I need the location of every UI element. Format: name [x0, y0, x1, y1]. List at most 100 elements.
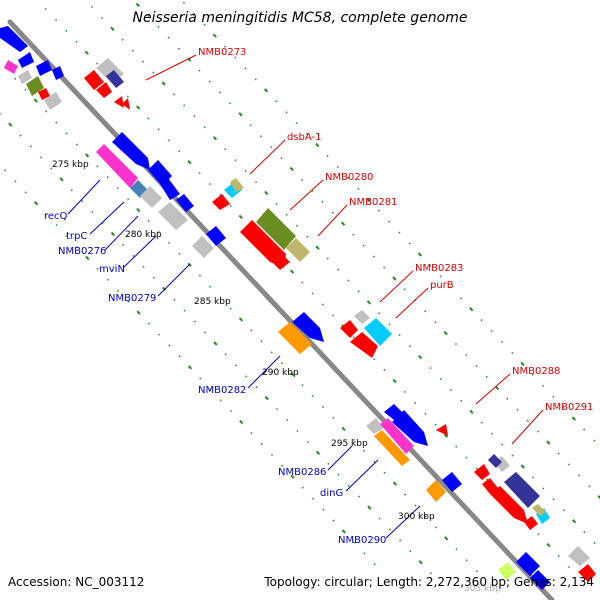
tick-mark: [367, 505, 372, 510]
tick-mark: [229, 307, 232, 310]
tick-mark: [122, 243, 125, 247]
label-leader-line: [475, 373, 511, 405]
gene-label-nmb0273: NMB0273: [198, 47, 246, 58]
tick-mark: [301, 384, 304, 387]
tick-mark: [289, 269, 295, 274]
tick-mark: [424, 515, 427, 518]
tick-mark: [198, 172, 201, 175]
tick-mark: [326, 257, 329, 260]
tick-mark: [434, 321, 437, 324]
tick-mark: [84, 153, 90, 158]
tick-mark: [275, 202, 278, 205]
tick-mark: [229, 204, 232, 208]
gene-topleft-7: [38, 88, 50, 100]
tick-mark: [132, 254, 135, 257]
tick-mark: [429, 572, 432, 575]
tick-mark: [121, 38, 124, 41]
tick-mark: [218, 91, 222, 94]
tick-mark: [239, 419, 244, 425]
tick-mark: [414, 504, 417, 507]
tick-mark: [332, 416, 335, 420]
tick-mark: [33, 98, 38, 103]
gene-mvin: [158, 202, 188, 230]
gene-label-nmb0283: NMB0283: [415, 263, 463, 274]
tick-mark: [306, 235, 309, 238]
tick-mark: [315, 450, 321, 455]
tick-mark: [552, 498, 555, 501]
tick-mark: [455, 548, 458, 551]
gene-label-nmb0276: NMB0276: [58, 246, 106, 257]
tick-mark: [443, 331, 448, 336]
tick-mark: [182, 1, 186, 4]
label-leader-line: [67, 179, 101, 215]
gene-ding: [374, 430, 410, 466]
tick-mark: [311, 292, 314, 295]
tick-mark: [352, 233, 355, 236]
tick-mark: [65, 235, 68, 238]
tick-mark: [147, 219, 150, 223]
gene-label-recq: recQ: [44, 211, 68, 222]
tick-mark: [193, 12, 196, 15]
tick-mark: [147, 322, 150, 325]
gene-nmb0291: [504, 472, 540, 508]
tick-mark: [373, 563, 376, 566]
tick-mark: [238, 214, 243, 220]
gene-label-nmb0286: NMB0286: [278, 467, 326, 478]
tick-mark: [485, 375, 488, 378]
gene-label-ding: dinG: [320, 488, 343, 499]
tick-mark: [234, 159, 237, 162]
tick-mark: [75, 143, 78, 146]
tick-mark: [142, 60, 145, 63]
tick-mark: [234, 364, 238, 367]
tick-mark: [327, 462, 330, 465]
tick-mark: [306, 133, 309, 136]
tick-mark: [238, 317, 244, 322]
tick-mark: [229, 410, 233, 413]
tick-mark: [321, 200, 324, 203]
tick-mark: [162, 286, 167, 291]
tick-mark: [281, 464, 284, 467]
gene-topleft-1: [0, 26, 28, 52]
tick-mark: [501, 443, 504, 446]
tick-mark: [593, 542, 596, 545]
tick-mark: [516, 408, 519, 411]
tick-mark: [167, 36, 170, 39]
tick-mark: [552, 395, 555, 398]
tick-mark: [264, 395, 269, 401]
tick-mark: [454, 343, 458, 346]
gene-khaki-0291: [532, 504, 546, 516]
genome-stats-text: Topology: circular; Length: 2,272,360 bp…: [263, 575, 594, 589]
tick-mark: [286, 418, 289, 422]
tick-mark: [234, 56, 237, 59]
tick-mark: [178, 252, 181, 255]
tick-mark: [326, 154, 329, 158]
tick-mark: [270, 351, 273, 354]
gene-nmb0280: [256, 208, 296, 250]
gene-cluster-nmb0291: [474, 454, 550, 530]
tick-mark: [520, 361, 525, 367]
tick-mark: [567, 463, 570, 466]
tick-mark: [404, 493, 407, 496]
gene-cluster-ding: [366, 404, 448, 466]
tick-mark: [465, 559, 468, 562]
tick-mark: [388, 323, 391, 326]
scale-label-285: 285 kbp: [194, 297, 231, 307]
gene-red-purb: [350, 332, 378, 358]
tick-mark: [157, 230, 160, 234]
scale-label-305: 305 kbp: [464, 584, 501, 594]
tick-mark: [480, 319, 483, 322]
tick-mark: [147, 14, 150, 17]
tick-mark: [173, 298, 176, 301]
tick-mark: [127, 300, 130, 303]
gene-cluster-topleft: [0, 26, 64, 110]
gene-red-0281b: [266, 248, 290, 270]
tick-mark: [392, 481, 397, 486]
tick-mark: [229, 102, 232, 105]
tick-mark: [475, 467, 478, 470]
tick-mark: [127, 198, 130, 201]
tick-mark: [84, 50, 89, 55]
tick-mark: [96, 267, 99, 270]
label-leader-line: [327, 445, 353, 471]
tick-mark: [311, 395, 314, 398]
tick-mark: [168, 344, 171, 347]
